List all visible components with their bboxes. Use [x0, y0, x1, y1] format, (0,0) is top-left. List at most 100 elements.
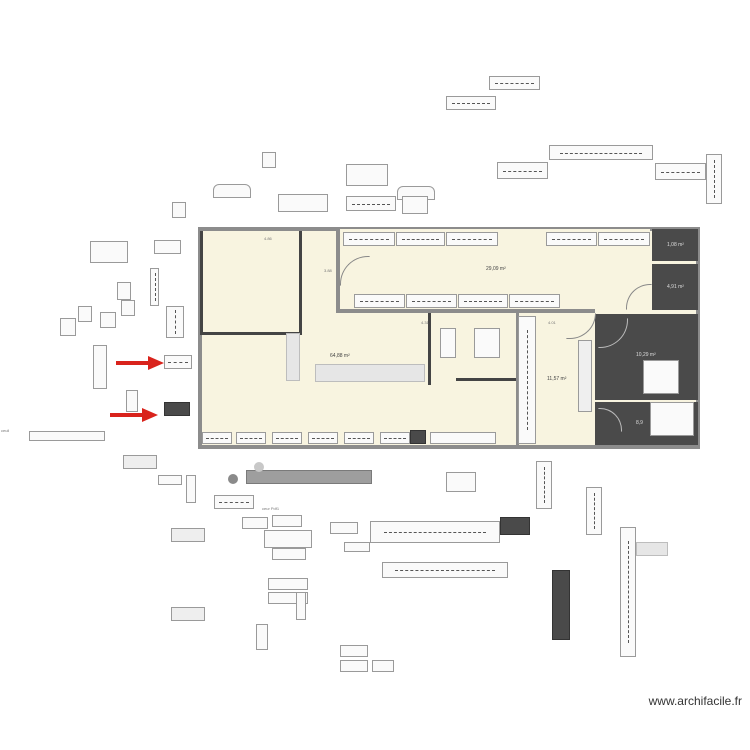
- loose-item: [29, 431, 105, 441]
- far-left-label: ceuil: [1, 428, 10, 433]
- cabinet-dark: [410, 430, 426, 444]
- cabinet: [272, 432, 302, 444]
- wall-left-room-right: [299, 231, 302, 335]
- loose-item: [272, 548, 306, 560]
- loose-item: [489, 76, 540, 90]
- shelf: [509, 294, 560, 308]
- loose-item: [172, 202, 186, 218]
- small-label: ceur Pdf1: [262, 506, 280, 511]
- counter-horizontal: [315, 364, 425, 382]
- wall-middle-v: [428, 313, 431, 385]
- loose-item: [340, 645, 368, 657]
- long-bench: [246, 470, 372, 484]
- shelf: [446, 232, 498, 246]
- loose-item: [549, 145, 653, 160]
- loose-item: [620, 527, 636, 657]
- wall-top-room-bottom: [340, 309, 595, 313]
- cabinet: [308, 432, 338, 444]
- dim-left-vertical: 3.88: [324, 268, 332, 273]
- desk-dark-room: [643, 360, 679, 394]
- loose-item: [272, 515, 302, 527]
- loose-item: [78, 306, 92, 322]
- loose-item: [370, 521, 500, 543]
- shelf: [396, 232, 445, 246]
- watermark: www.archifacile.fr: [648, 694, 742, 708]
- loose-item: [154, 240, 181, 254]
- area-main-room: 64,88 m²: [330, 353, 350, 359]
- labelled-item: [164, 355, 192, 369]
- loose-item: [497, 162, 548, 179]
- desk: [440, 328, 456, 358]
- area-dark-4: 8,9: [636, 420, 643, 426]
- cabinet: [344, 432, 374, 444]
- loose-item: [296, 592, 306, 620]
- loose-item: [60, 318, 76, 336]
- loose-item: [340, 660, 368, 672]
- desk-column: [518, 316, 536, 444]
- round-item: [254, 462, 264, 472]
- loose-item: [655, 163, 706, 180]
- loose-item: [372, 660, 394, 672]
- loose-item: [278, 194, 328, 212]
- loose-item: [636, 542, 668, 556]
- dark-room-1: [652, 229, 698, 261]
- loose-item: [150, 268, 159, 306]
- wall-top-room-left: [336, 229, 340, 313]
- loose-item: [446, 96, 496, 110]
- loose-item: [706, 154, 722, 204]
- wall-left-room: [200, 231, 203, 335]
- shelf: [598, 232, 650, 246]
- round-item: [228, 474, 238, 484]
- counter-vertical: [286, 333, 300, 381]
- wall-partition: [456, 378, 516, 381]
- loose-item: [90, 241, 128, 263]
- loose-item: [214, 495, 254, 509]
- shelf: [343, 232, 395, 246]
- loose-item-dark: [500, 517, 530, 535]
- desk: [474, 328, 500, 358]
- cabinet: [380, 432, 410, 444]
- loose-item: [123, 455, 157, 469]
- desk-dark-room-2: [650, 402, 694, 436]
- loose-item: [586, 487, 602, 535]
- loose-item: [402, 196, 428, 214]
- loose-item: [213, 184, 251, 198]
- loose-item: [242, 517, 268, 529]
- loose-item: [536, 461, 552, 509]
- dark-room-2: [652, 264, 698, 310]
- area-dark-3: 10,29 m²: [636, 352, 656, 358]
- loose-item: [346, 164, 388, 186]
- loose-item: [346, 196, 396, 211]
- loose-item: [117, 282, 131, 300]
- loose-item: [126, 390, 138, 412]
- dim-top-left: 4.86: [264, 236, 272, 241]
- red-arrow-icon: [116, 356, 164, 370]
- loose-item: [171, 607, 205, 621]
- area-dark-2: 4,91 m²: [667, 284, 684, 290]
- counter-right: [578, 340, 592, 412]
- dim-right: 4.01: [548, 320, 556, 325]
- loose-item-dark: [164, 402, 190, 416]
- shelf: [354, 294, 405, 308]
- loose-item: [344, 542, 370, 552]
- shelf: [546, 232, 597, 246]
- loose-item: [100, 312, 116, 328]
- loose-item: [158, 475, 182, 485]
- loose-item: [382, 562, 508, 578]
- loose-item: [166, 306, 184, 338]
- loose-item: [264, 530, 312, 548]
- area-middle-room: 11,57 m²: [547, 376, 567, 382]
- loose-item: [186, 475, 196, 503]
- loose-item: [446, 472, 476, 492]
- cabinet: [236, 432, 266, 444]
- area-dark-1: 1,08 m²: [667, 242, 684, 248]
- loose-item: [262, 152, 276, 168]
- red-arrow-icon: [110, 408, 158, 422]
- loose-item: [256, 624, 268, 650]
- bench: [430, 432, 496, 444]
- loose-item-dark: [552, 570, 570, 640]
- cabinet: [202, 432, 232, 444]
- loose-item: [330, 522, 358, 534]
